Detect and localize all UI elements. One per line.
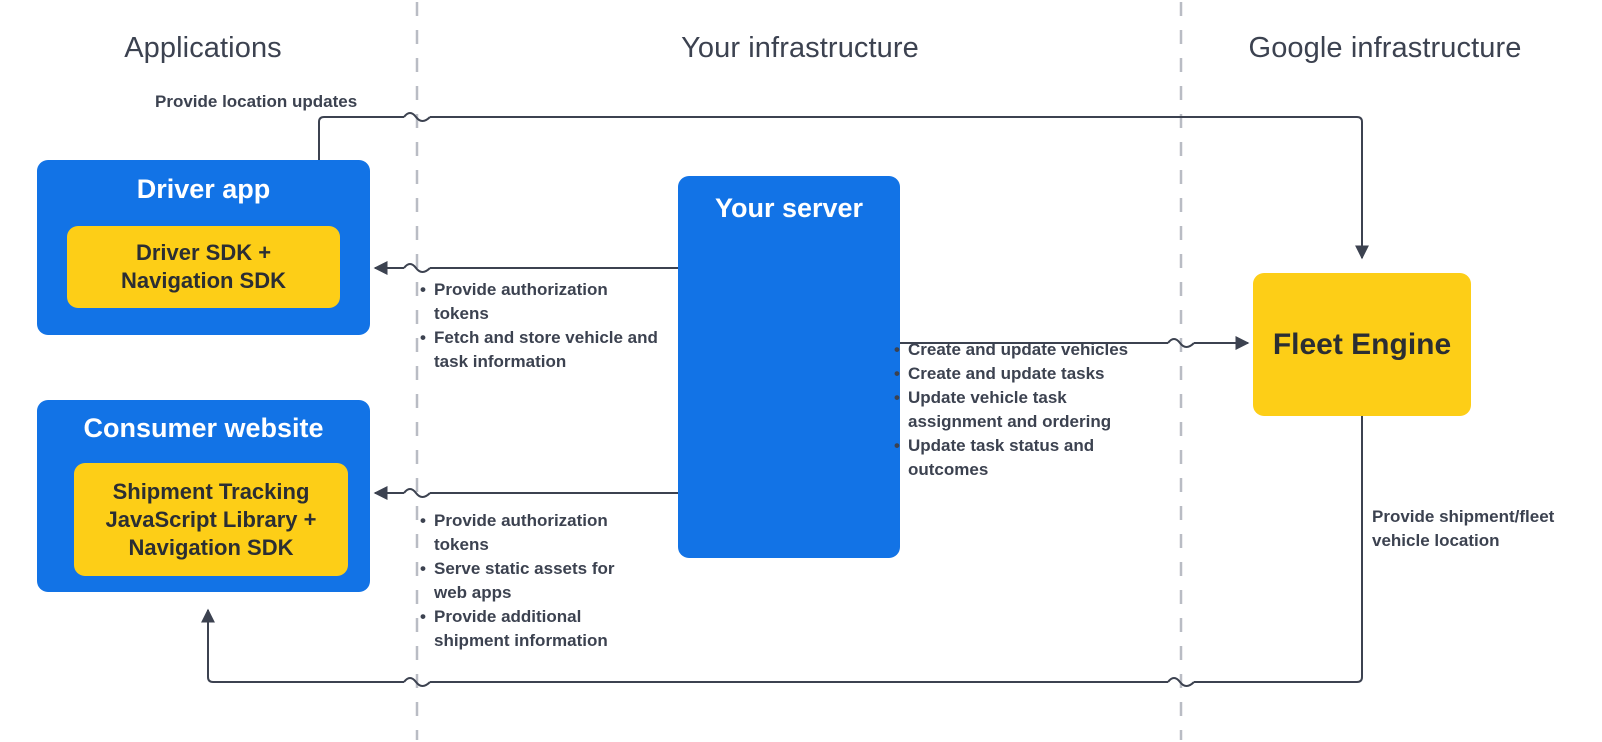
edge-label-server-to-driver: Provide authorization tokens Fetch and s… xyxy=(420,278,660,374)
edge-label-provide-location-updates: Provide location updates xyxy=(155,92,358,111)
node-shipment-tracking-library[interactable]: Shipment Tracking JavaScript Library + N… xyxy=(74,463,348,576)
edge-label-fleet-to-consumer: Provide shipment/fleet vehicle location xyxy=(1372,505,1592,553)
edge-label-server-to-consumer: Provide authorization tokens Serve stati… xyxy=(420,509,645,653)
edge-fleet-to-consumer xyxy=(1194,416,1363,683)
bullet-item: Update task status and outcomes xyxy=(894,434,1156,482)
node-your-server[interactable]: Your server xyxy=(678,176,900,558)
node-your-server-title: Your server xyxy=(714,193,864,223)
shipment-library-line-2: JavaScript Library + xyxy=(105,506,317,532)
zone-label-your-infrastructure: Your infrastructure xyxy=(681,32,919,64)
driver-sdk-line-1: Driver SDK + xyxy=(135,240,272,265)
zone-label-google-infrastructure: Google infrastructure xyxy=(1248,32,1522,64)
bullet-item: Provide additional shipment information xyxy=(420,605,645,653)
node-fleet-engine-title: Fleet Engine xyxy=(1272,327,1452,361)
node-consumer-website-title: Consumer website xyxy=(83,413,324,443)
bullet-item: Update vehicle task assignment and order… xyxy=(894,386,1156,434)
node-driver-app-title: Driver app xyxy=(136,174,271,204)
fleet-to-consumer-line-2: vehicle location xyxy=(1372,531,1500,550)
shipment-library-line-3: Navigation SDK xyxy=(128,534,294,560)
bullet-item: Provide authorization tokens xyxy=(420,509,645,557)
zone-label-applications: Applications xyxy=(124,32,282,64)
bullet-item: Create and update vehicles xyxy=(894,338,1156,362)
node-driver-sdk[interactable]: Driver SDK + Navigation SDK xyxy=(67,226,340,308)
driver-sdk-line-2: Navigation SDK xyxy=(120,268,287,293)
bullet-item: Create and update tasks xyxy=(894,362,1156,386)
shipment-library-line-1: Shipment Tracking xyxy=(112,478,310,504)
edge-label-server-to-fleet: Create and update vehicles Create and up… xyxy=(894,338,1156,482)
fleet-to-consumer-line-1: Provide shipment/fleet xyxy=(1372,507,1555,526)
node-fleet-engine[interactable]: Fleet Engine xyxy=(1253,273,1471,416)
bullet-item: Serve static assets for web apps xyxy=(420,557,645,605)
node-driver-app[interactable]: Driver app Driver SDK + Navigation SDK xyxy=(37,160,370,335)
bullet-item: Fetch and store vehicle and task informa… xyxy=(420,326,660,374)
bullet-item: Provide authorization tokens xyxy=(420,278,660,326)
node-consumer-website[interactable]: Consumer website Shipment Tracking JavaS… xyxy=(37,400,370,592)
